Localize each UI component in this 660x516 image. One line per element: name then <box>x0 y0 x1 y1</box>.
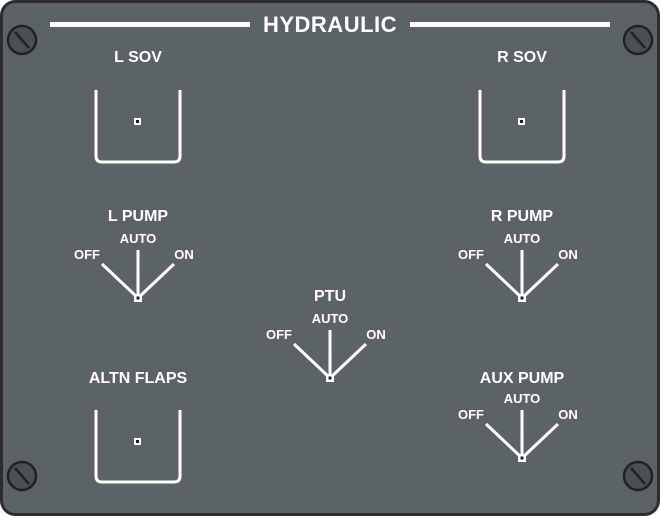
l-pump-off-label: OFF <box>74 247 100 262</box>
r-pump-selector[interactable] <box>482 246 562 306</box>
l-pump-selector[interactable] <box>98 246 178 306</box>
l-pump-on-label: ON <box>174 247 194 262</box>
ptu-auto-label: AUTO <box>311 311 349 326</box>
title-rule-left <box>50 22 250 27</box>
aux-pump-auto-label: AUTO <box>503 391 541 406</box>
ptu-off-label: OFF <box>266 327 292 342</box>
ptu-label: PTU <box>314 288 346 305</box>
r-pump-auto-label: AUTO <box>503 231 541 246</box>
screw-icon <box>6 460 38 492</box>
l-pump-auto-label: AUTO <box>119 231 157 246</box>
r-pump-label: R PUMP <box>490 208 554 225</box>
r-sov-switch[interactable] <box>474 86 570 168</box>
panel-title-bar: HYDRAULIC <box>0 12 660 40</box>
ptu-selector[interactable] <box>290 326 370 386</box>
aux-pump-on-label: ON <box>558 407 578 422</box>
screw-icon <box>622 460 654 492</box>
screw-icon <box>622 24 654 56</box>
ptu-on-label: ON <box>366 327 386 342</box>
altn-flaps-label: ALTN FLAPS <box>88 370 188 387</box>
altn-flaps-switch[interactable] <box>90 406 186 488</box>
aux-pump-selector[interactable] <box>482 406 562 466</box>
l-sov-switch[interactable] <box>90 86 186 168</box>
aux-pump-off-label: OFF <box>458 407 484 422</box>
l-sov-label: L SOV <box>114 49 162 66</box>
r-pump-on-label: ON <box>558 247 578 262</box>
r-pump-off-label: OFF <box>458 247 484 262</box>
r-sov-label: R SOV <box>497 49 547 66</box>
screw-icon <box>6 24 38 56</box>
aux-pump-label: AUX PUMP <box>479 370 565 387</box>
l-pump-label: L PUMP <box>107 208 169 225</box>
panel-title: HYDRAULIC <box>262 12 398 37</box>
title-rule-right <box>410 22 610 27</box>
